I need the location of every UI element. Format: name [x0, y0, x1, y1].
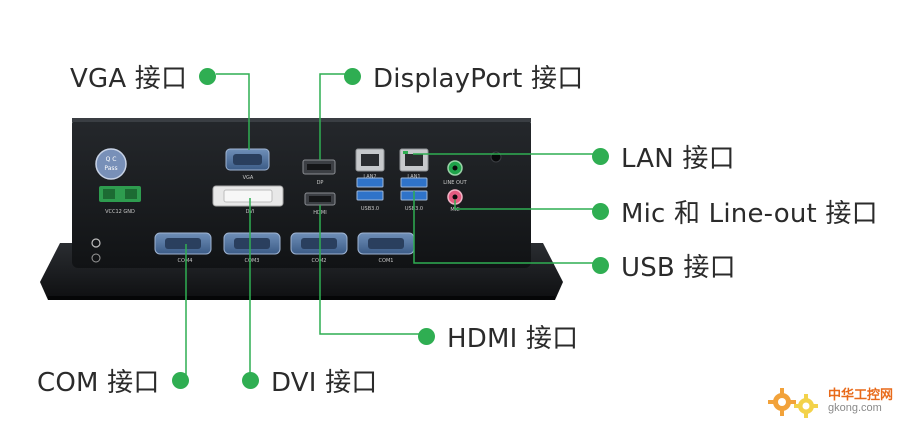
usb-leader-line: [413, 191, 600, 264]
com-callout-label: COM 接口: [37, 368, 160, 398]
gear-logo-icon: [767, 388, 818, 418]
qc-sticker-top-text: Q C: [106, 156, 117, 163]
dp-port-label: DP: [317, 180, 324, 186]
lan-callout-label: LAN 接口: [621, 144, 735, 174]
mic-lineout-callout: Mic 和 Line-out 接口: [592, 193, 878, 230]
vga-leader-line: [216, 73, 250, 150]
hdmi-callout: HDMI 接口: [418, 318, 578, 355]
vga-port: VGA: [225, 148, 270, 181]
usb-callout-dot: [592, 257, 609, 274]
mic-lineout-leader-line: [454, 200, 600, 210]
qc-pass-sticker: Q C Pass: [95, 148, 127, 180]
mic-lineout-callout-label: Mic 和 Line-out 接口: [621, 199, 878, 229]
vga-port-label: VGA: [243, 175, 254, 181]
power-indicator: [91, 238, 101, 263]
com2-port: COM2: [290, 232, 348, 264]
displayport-callout-dot: [344, 68, 361, 85]
com1-port: COM1: [357, 232, 415, 264]
watermark: 中华工控网 gkong.com: [766, 384, 893, 420]
displayport-callout: DisplayPort 接口: [344, 58, 583, 95]
com3-port-label: COM3: [245, 258, 260, 264]
hdmi-callout-dot: [418, 328, 435, 345]
dvi-callout-dot: [242, 372, 259, 389]
usb-ports-left: USB3.0: [356, 177, 384, 212]
mic-jack: MIC: [447, 189, 463, 213]
usb-left-label: USB3.0: [361, 206, 379, 212]
lan-callout: LAN 接口: [592, 138, 735, 175]
hdmi-leader-line: [319, 205, 426, 335]
displayport-callout-label: DisplayPort 接口: [373, 64, 584, 94]
com4-port: COM4: [154, 232, 212, 264]
watermark-title: 中华工控网: [827, 388, 893, 404]
lan2-port: LAN2: [355, 148, 385, 180]
hdmi-callout-label: HDMI 接口: [447, 324, 579, 354]
line-out-label: LINE OUT: [443, 180, 467, 186]
lan-callout-dot: [592, 148, 609, 165]
displayport-port: DP: [302, 159, 336, 186]
line-out-jack: LINE OUT: [443, 160, 468, 186]
com-callout-dot: [171, 372, 189, 389]
leader-lines: [185, 73, 600, 378]
dvi-callout-label: DVI 接口: [271, 368, 378, 398]
com3-port: COM3: [223, 232, 281, 264]
usb-callout: USB 接口: [592, 247, 736, 284]
com1-port-label: COM1: [379, 258, 394, 264]
vga-callout-label: VGA 接口: [70, 64, 188, 94]
usb-callout-label: USB 接口: [621, 253, 736, 283]
vga-callout: VGA 接口: [70, 58, 217, 95]
power-terminal-label: VCC12 GND: [105, 209, 135, 215]
com4-port-label: COM4: [178, 258, 193, 264]
displayport-leader-line: [319, 73, 352, 160]
vga-callout-dot: [199, 68, 217, 85]
power-terminal: VCC12 GND: [99, 186, 141, 215]
com2-port-label: COM2: [312, 258, 327, 264]
lan1-port-label: LAN1: [407, 174, 420, 180]
dvi-callout: DVI 接口: [242, 362, 377, 399]
com-callout: COM 接口: [37, 362, 189, 399]
watermark-url: gkong.com: [827, 402, 882, 415]
qc-sticker-bottom-text: Pass: [104, 165, 117, 172]
lan2-port-label: LAN2: [363, 174, 376, 180]
mic-lineout-callout-dot: [592, 203, 609, 220]
mic-label: MIC: [450, 207, 460, 213]
